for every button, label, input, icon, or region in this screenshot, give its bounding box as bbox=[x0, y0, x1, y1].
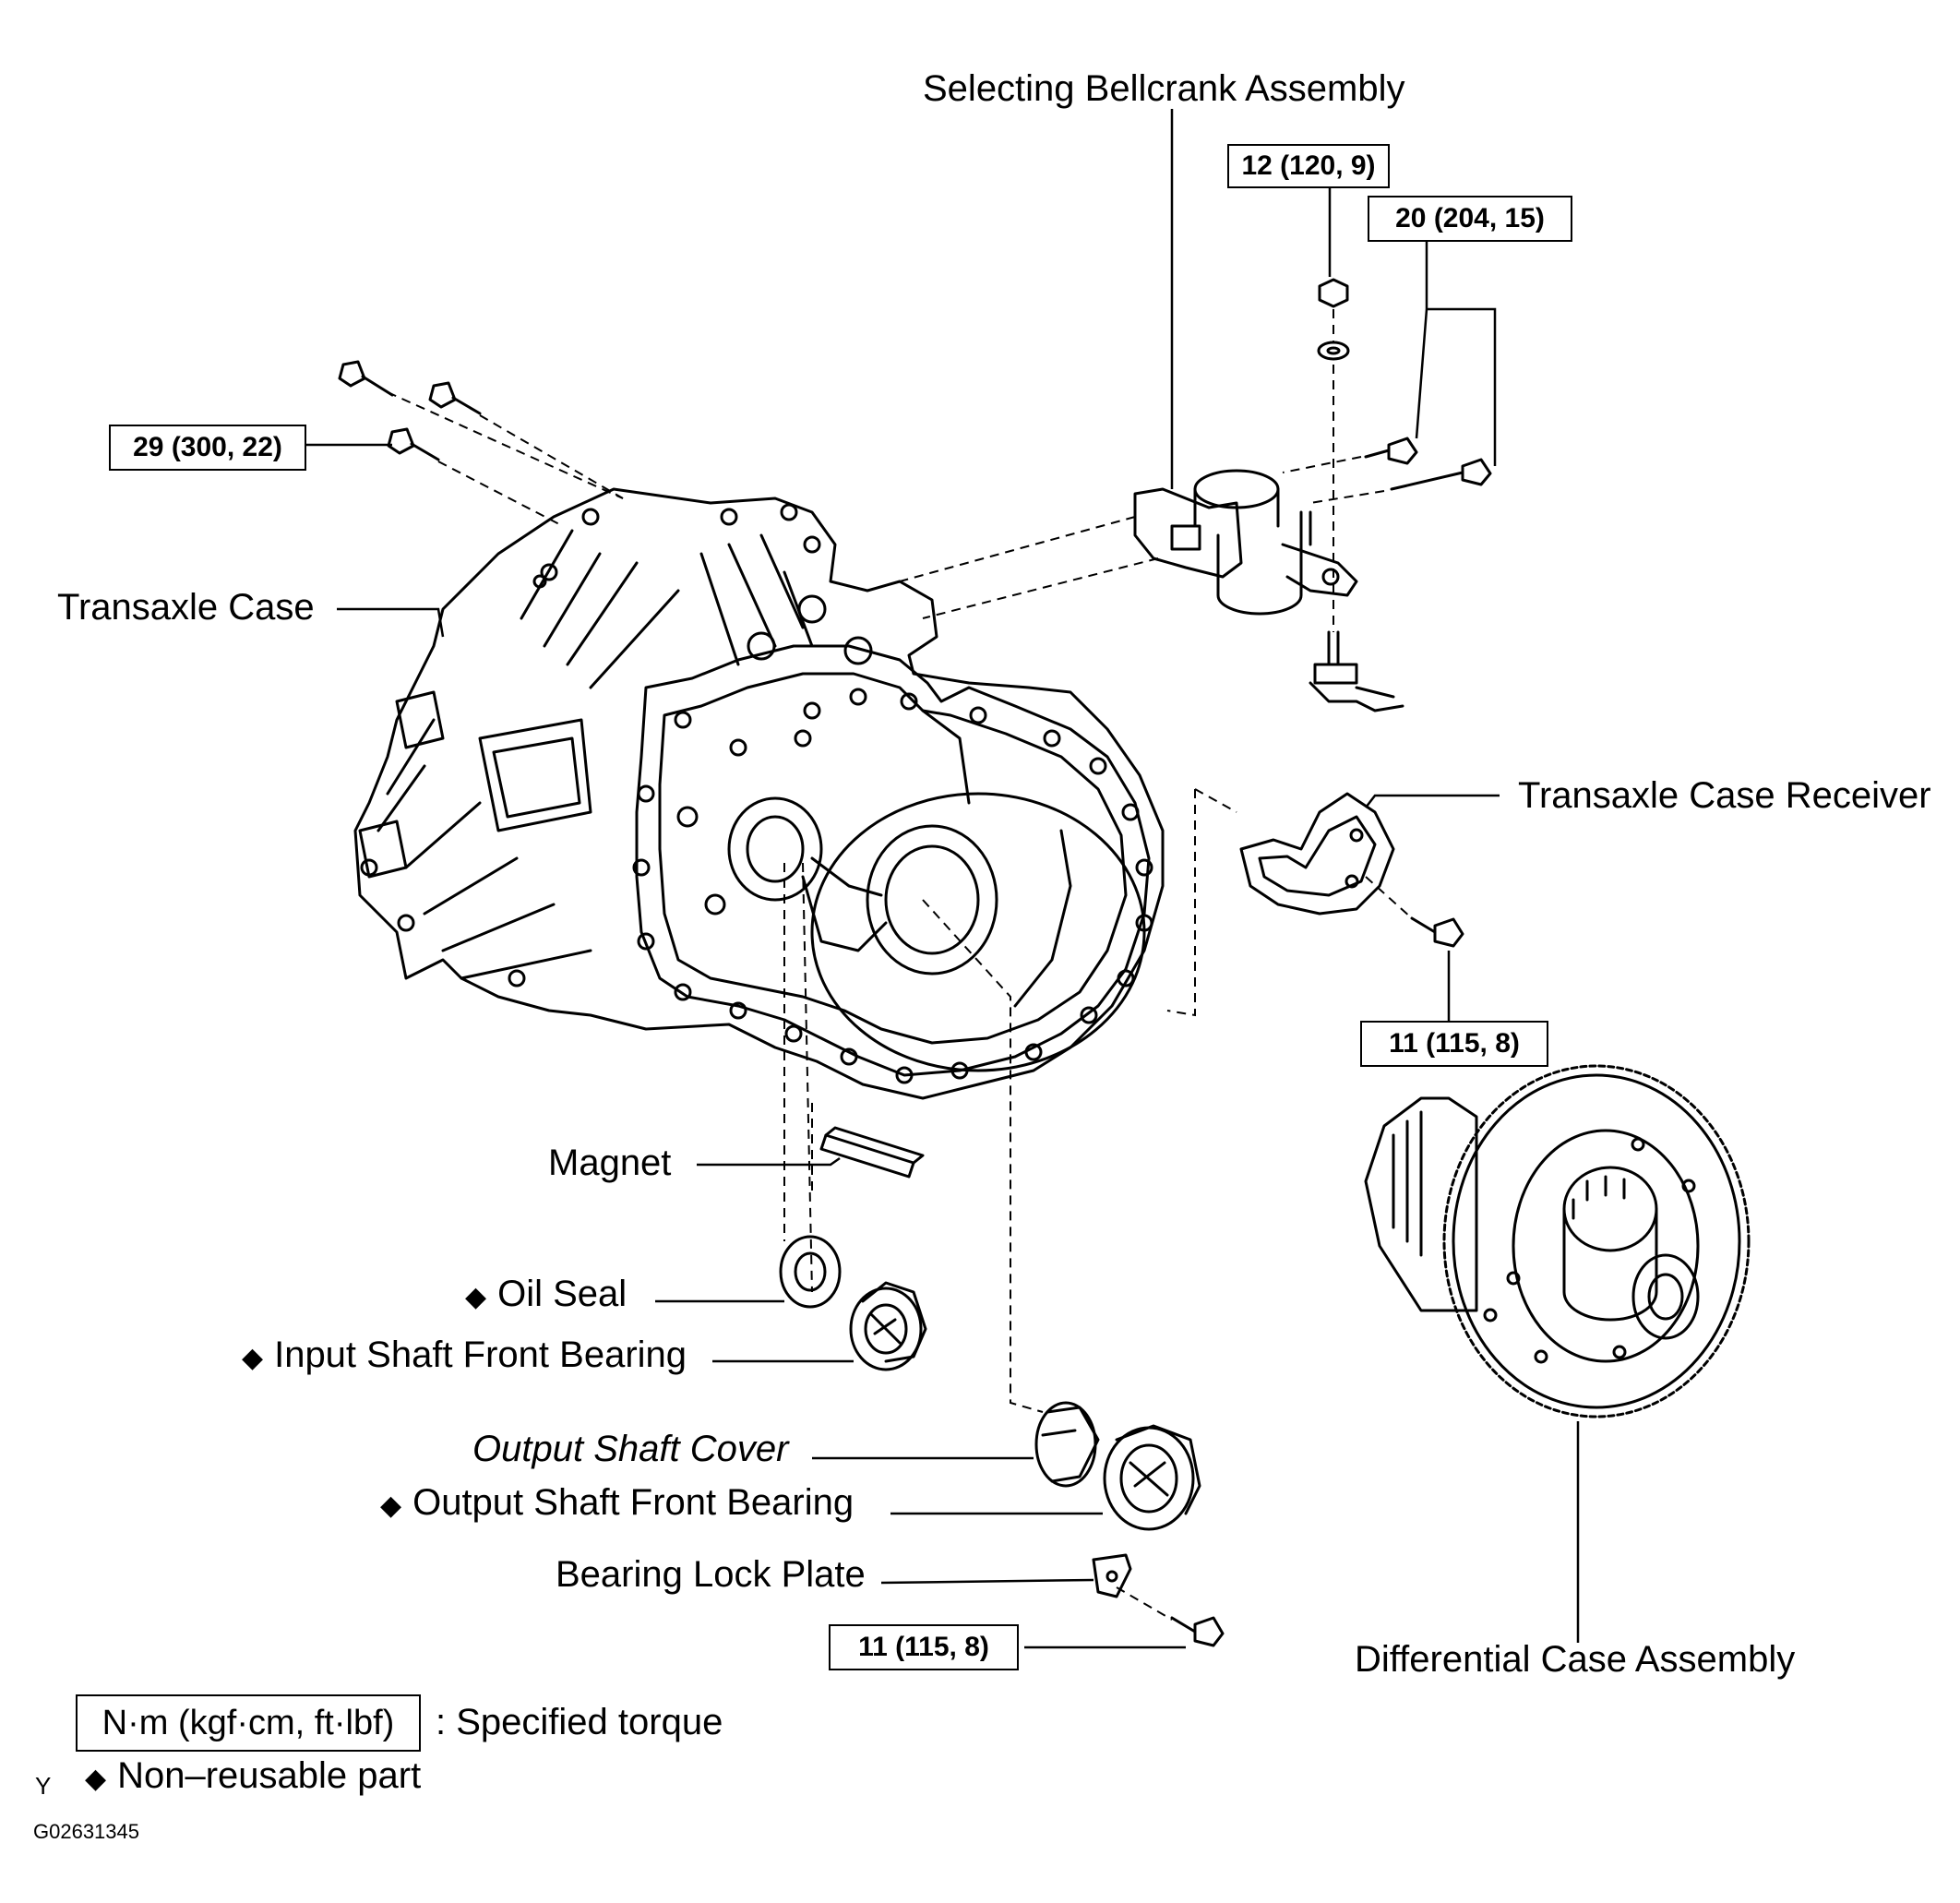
lock-plate-drawing bbox=[1092, 1553, 1132, 1598]
oil-seal-drawing bbox=[779, 1235, 842, 1309]
torque-box-nut: 12 (120, 9) bbox=[1227, 144, 1390, 188]
label-selecting-bellcrank: Selecting Bellcrank Assembly bbox=[923, 68, 1405, 109]
legend-torque-box: N·m (kgf·cm, ft·lbf) bbox=[76, 1694, 421, 1752]
receiver-drawing bbox=[1239, 792, 1395, 916]
label-bearing-lock-plate: Bearing Lock Plate bbox=[556, 1554, 866, 1595]
label-transaxle-case: Transaxle Case bbox=[57, 587, 315, 628]
corner-letter: Y bbox=[35, 1772, 52, 1800]
nonreusable-diamond-icon: ◆ bbox=[242, 1343, 264, 1373]
nut-washer-drawing bbox=[1317, 278, 1350, 361]
lock-plate-bolt-drawing bbox=[1170, 1616, 1225, 1647]
bellcrank-bolts-drawing bbox=[1364, 437, 1492, 491]
nonreusable-diamond-icon: ◆ bbox=[380, 1490, 402, 1521]
leader-lines bbox=[306, 109, 1580, 1649]
label-oil-seal: ◆ Oil Seal bbox=[465, 1275, 627, 1312]
case-bolts-drawing bbox=[338, 360, 482, 461]
output-cover-drawing bbox=[1034, 1401, 1100, 1488]
figure-id: G02631345 bbox=[33, 1820, 139, 1843]
torque-box-bellcrank-bolts: 20 (204, 15) bbox=[1368, 196, 1572, 242]
label-oil-seal-text: Oil Seal bbox=[497, 1274, 627, 1314]
nonreusable-diamond-icon: ◆ bbox=[465, 1282, 487, 1312]
receiver-bolt-drawing bbox=[1410, 916, 1464, 948]
torque-box-receiver-bolt: 11 (115, 8) bbox=[1360, 1021, 1548, 1067]
legend-nonreusable: ◆ Non–reusable part bbox=[85, 1757, 421, 1794]
label-input-bearing-text: Input Shaft Front Bearing bbox=[274, 1334, 687, 1375]
label-transaxle-case-receiver: Transaxle Case Receiver bbox=[1518, 775, 1931, 816]
legend-nonreusable-text: Non–reusable part bbox=[117, 1755, 422, 1796]
output-bearing-drawing bbox=[1103, 1424, 1201, 1531]
torque-box-lock-plate-bolt: 11 (115, 8) bbox=[829, 1624, 1019, 1670]
label-output-bearing: ◆ Output Shaft Front Bearing bbox=[380, 1484, 854, 1521]
magnet-drawing bbox=[819, 1126, 925, 1179]
transaxle-case-drawing bbox=[353, 487, 1165, 1100]
nonreusable-diamond-icon: ◆ bbox=[85, 1764, 107, 1794]
label-output-cover: Output Shaft Cover bbox=[472, 1429, 789, 1469]
torque-box-case-bolts: 29 (300, 22) bbox=[109, 425, 306, 471]
label-input-bearing: ◆ Input Shaft Front Bearing bbox=[242, 1336, 687, 1373]
assembly-lines bbox=[387, 309, 1413, 1621]
bellcrank-drawing bbox=[1133, 469, 1404, 712]
label-output-bearing-text: Output Shaft Front Bearing bbox=[412, 1482, 855, 1523]
differential-drawing bbox=[1364, 1064, 1751, 1418]
input-bearing-drawing bbox=[849, 1281, 927, 1371]
label-differential: Differential Case Assembly bbox=[1355, 1639, 1796, 1680]
label-magnet: Magnet bbox=[548, 1143, 672, 1183]
legend-torque-text: : Specified torque bbox=[436, 1702, 723, 1742]
